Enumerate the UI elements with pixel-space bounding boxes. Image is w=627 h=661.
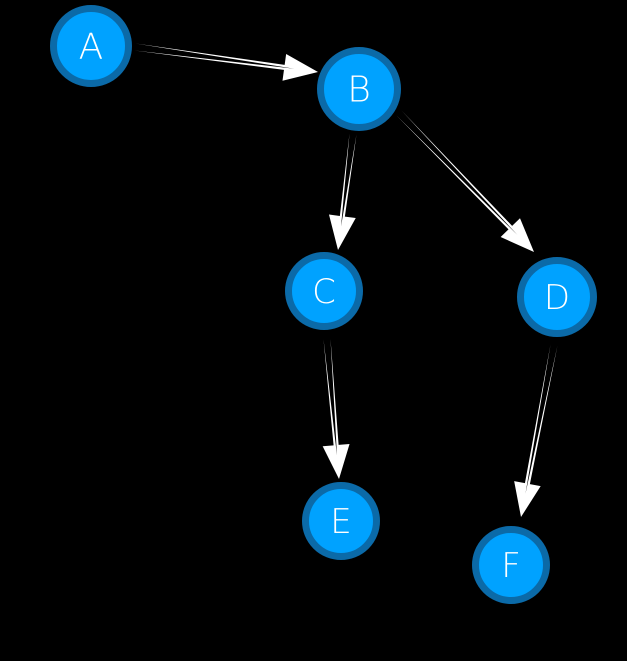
node-circle-c[interactable] bbox=[285, 252, 363, 330]
edges-layer bbox=[134, 43, 558, 517]
graph-edge-a-b bbox=[134, 43, 318, 81]
graph-edge-d-f bbox=[514, 344, 558, 517]
graph-node-f[interactable]: F bbox=[472, 526, 550, 604]
graph-edge-c-e bbox=[322, 338, 350, 479]
node-circle-a[interactable] bbox=[50, 5, 132, 87]
graph-edge-b-c bbox=[328, 133, 357, 250]
graph-node-e[interactable]: E bbox=[302, 482, 380, 560]
graph-node-b[interactable]: B bbox=[317, 47, 401, 131]
node-circle-e[interactable] bbox=[302, 482, 380, 560]
node-circle-d[interactable] bbox=[517, 257, 597, 337]
node-circle-b[interactable] bbox=[317, 47, 401, 131]
graph-node-a[interactable]: A bbox=[50, 5, 132, 87]
graph-edge-b-d bbox=[396, 110, 534, 252]
graph-node-c[interactable]: C bbox=[285, 252, 363, 330]
nodes-layer: A B C D E F bbox=[50, 5, 597, 604]
node-circle-f[interactable] bbox=[472, 526, 550, 604]
graph-node-d[interactable]: D bbox=[517, 257, 597, 337]
